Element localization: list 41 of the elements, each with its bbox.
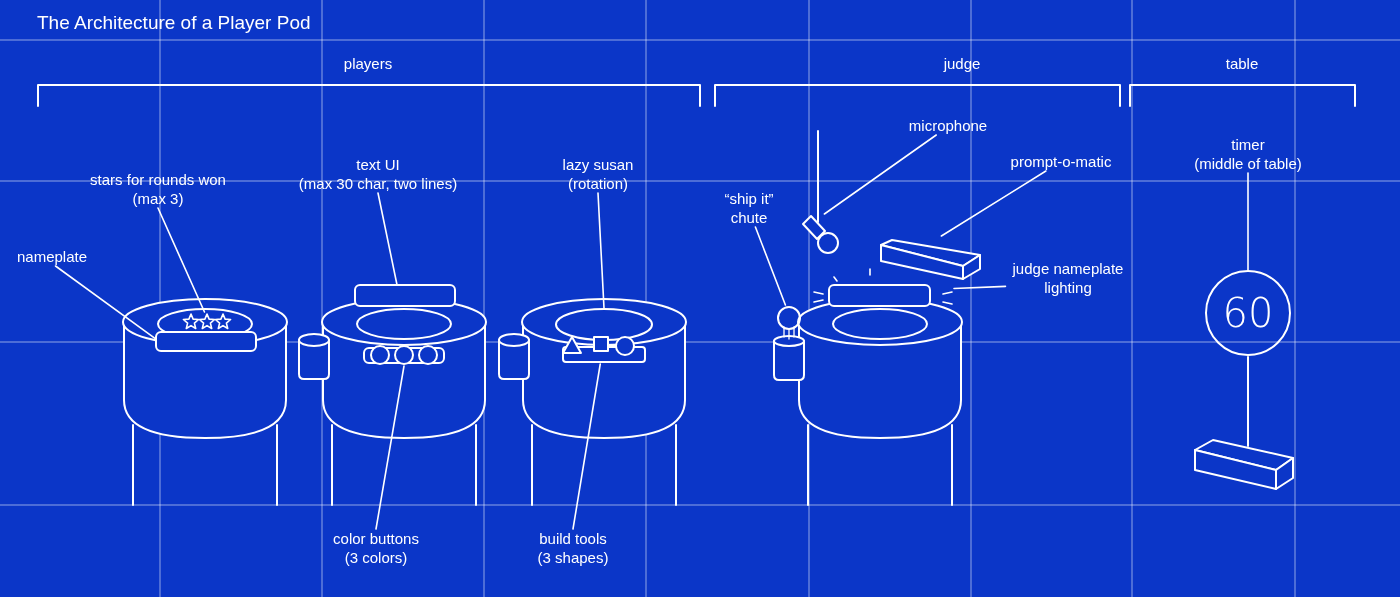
callout-label: color buttons — [333, 529, 419, 548]
callout-note: (3 colors) — [343, 548, 409, 567]
group-label: judge — [943, 54, 981, 73]
callout-label: stars for rounds won — [90, 170, 226, 189]
nameplate — [155, 331, 257, 352]
timer-display: 60 — [1205, 270, 1291, 356]
callout-label: build tools — [538, 529, 608, 548]
callout-note: (3 shapes) — [537, 548, 609, 567]
leader-line — [754, 226, 787, 306]
callout-note: (max 3) — [131, 189, 185, 208]
diagram-title: The Architecture of a Player Pod — [37, 11, 311, 35]
group-label: table — [1225, 54, 1259, 73]
leader-line — [377, 192, 398, 285]
callout-label: text UI — [355, 155, 401, 174]
callout-label: lazy susan — [562, 155, 634, 174]
callout-label: prompt-o-matic — [1010, 152, 1112, 171]
text-display-panel — [354, 284, 456, 307]
microphone-drawing — [801, 214, 840, 255]
lit-nameplate-drawing — [812, 267, 954, 310]
callout-label: microphone — [908, 116, 988, 135]
callout-note: (rotation) — [567, 174, 629, 193]
group-label: players — [343, 54, 393, 73]
callout-label: nameplate — [16, 247, 88, 266]
stars-drawing — [182, 312, 232, 332]
leader-line — [953, 285, 1007, 290]
color-buttons-drawing — [362, 344, 446, 366]
leader-line — [597, 192, 605, 309]
callout-label: timer — [1230, 135, 1266, 154]
callout-label: judge nameplate lighting — [1005, 259, 1131, 297]
callout-label: “ship it” chute — [717, 189, 781, 227]
leader-line — [940, 170, 1047, 237]
block-drawing — [879, 236, 983, 282]
leader-line — [1247, 172, 1249, 271]
callout-note: (middle of table) — [1194, 154, 1302, 173]
leader-line — [157, 207, 206, 313]
leader-line — [375, 365, 405, 530]
lazy-susan-disc — [555, 308, 653, 341]
leader-line — [823, 134, 938, 215]
callout-note: (max 30 char, two lines) — [298, 174, 458, 193]
leader-line — [572, 363, 602, 530]
leader-line — [54, 265, 156, 340]
